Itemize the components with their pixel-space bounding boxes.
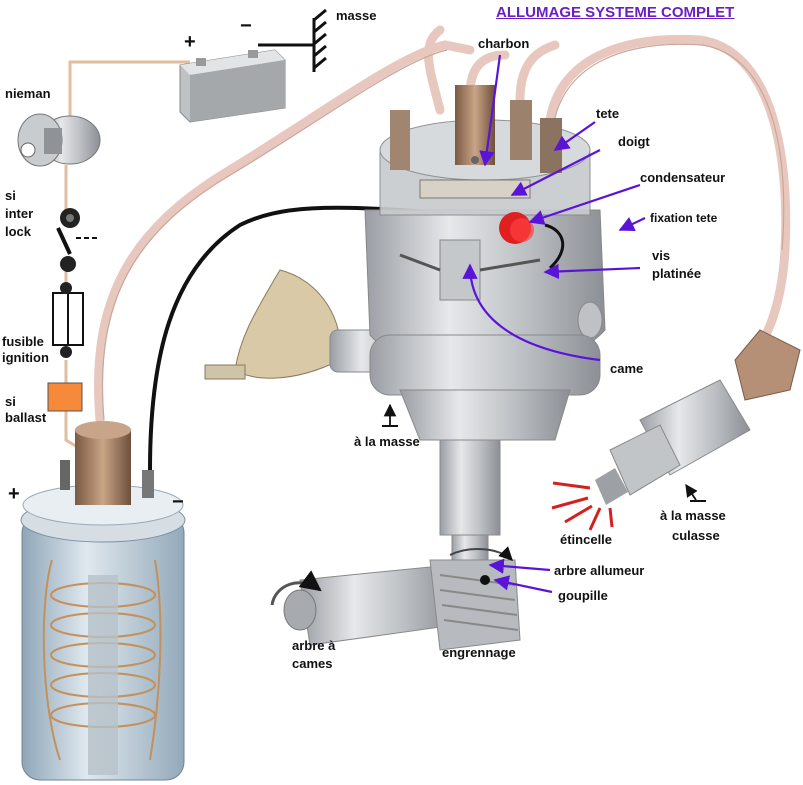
distributor [364, 85, 606, 596]
spark-plug [595, 329, 801, 505]
ignition-coil [20, 421, 186, 781]
label-si-interlock-2: inter [5, 206, 34, 221]
ht-cables [94, 25, 791, 425]
label-doigt: doigt [618, 134, 650, 149]
label-fusible: fusible [2, 334, 44, 349]
condenser [499, 212, 534, 244]
label-charbon: charbon [478, 36, 530, 51]
interlock-switch [56, 208, 100, 272]
label-condensateur: condensateur [640, 170, 726, 185]
fuse [52, 282, 84, 358]
ground-minus-bars [382, 425, 706, 502]
label-coil-minus: − [172, 491, 184, 513]
label-came: came [610, 361, 644, 376]
label-si-ballast-1: si [5, 394, 16, 409]
label-fixation-tete: fixation tete [650, 211, 718, 225]
ground-symbol [258, 8, 327, 72]
label-arbre-allumeur: arbre allumeur [554, 563, 645, 578]
label-platinee: platinée [652, 266, 702, 281]
spark-rays [551, 481, 614, 531]
ballast-box [47, 382, 83, 412]
label-arbre-a: arbre à [292, 638, 336, 653]
battery [179, 49, 286, 123]
lt-wire-to-distributor [148, 205, 431, 471]
label-ignition: ignition [2, 350, 49, 365]
label-tete: tete [596, 106, 620, 121]
label-battery-plus: + [184, 31, 196, 53]
callout-arrows [462, 54, 646, 594]
label-a-la-masse: à la masse [354, 434, 420, 449]
label-a-la-masse-2: à la masse [660, 508, 726, 523]
label-si-interlock-1: si [5, 188, 16, 203]
label-culasse: culasse [672, 528, 720, 543]
label-masse: masse [336, 8, 377, 23]
label-engrennage: engrennage [442, 645, 516, 660]
label-coil-plus: + [8, 483, 20, 505]
label-vis: vis [652, 248, 671, 263]
nieman-lock [17, 113, 101, 167]
label-si-interlock-3: lock [5, 224, 32, 239]
ground-arrows [383, 403, 698, 501]
diagram-title: ALLUMAGE SYSTEME COMPLET [496, 4, 735, 21]
label-battery-minus: − [240, 15, 252, 37]
label-cames: cames [292, 656, 333, 671]
label-nieman: nieman [5, 86, 51, 101]
label-si-ballast-2: ballast [5, 410, 47, 425]
label-goupille: goupille [558, 588, 608, 603]
camshaft-gear [270, 546, 521, 651]
label-etincelle: étincelle [560, 532, 613, 547]
lt-wire [64, 60, 190, 452]
